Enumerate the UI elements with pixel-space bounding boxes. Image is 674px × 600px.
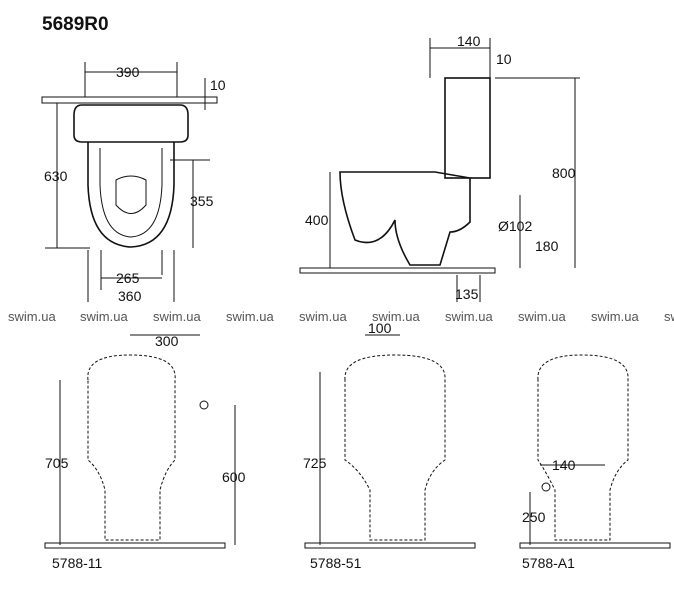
svg-text:swim.ua: swim.ua [518,309,566,324]
dim-width: 390 [116,64,140,80]
variant-5788-A1: 140 250 5788-A1 [519,354,671,571]
svg-text:300: 300 [155,333,179,349]
svg-text:swim.ua: swim.ua [664,309,674,324]
svg-text:swim.ua: swim.ua [80,309,128,324]
variant-5788-11: 300 705 600 5788-11 [44,333,246,571]
dim-inner-width: 265 [116,270,140,286]
dim-base-width: 360 [118,288,142,304]
variant-5788-51: 100 725 5788-51 [303,320,476,571]
dim-seat-offset: 355 [190,193,214,209]
svg-text:swim.ua: swim.ua [153,309,201,324]
drain-point-icon [541,482,551,492]
watermark-row: swim.ua swim.ua swim.ua swim.ua swim.ua … [8,309,674,324]
variant-code: 5788-11 [52,555,103,571]
svg-text:swim.ua: swim.ua [8,309,56,324]
dim-height: 800 [552,165,576,181]
dim-seat-height: 400 [305,212,329,228]
svg-text:140: 140 [552,457,576,473]
plan-view: 390 10 630 355 265 360 [41,62,226,304]
svg-text:100: 100 [368,320,392,336]
svg-text:swim.ua: swim.ua [445,309,493,324]
dim-gap: 10 [496,51,512,67]
svg-text:250: 250 [522,509,546,525]
svg-text:725: 725 [303,455,327,471]
svg-text:705: 705 [45,455,69,471]
drain-point-icon [199,400,209,410]
svg-text:swim.ua: swim.ua [226,309,274,324]
variant-code: 5788-A1 [522,555,575,571]
dim-tank-depth: 140 [457,33,481,49]
dim-outlet-offset: 135 [455,286,479,302]
svg-text:swim.ua: swim.ua [591,309,639,324]
svg-text:600: 600 [222,469,246,485]
svg-text:swim.ua: swim.ua [372,309,420,324]
variant-code: 5788-51 [310,555,362,571]
model-title: 5689R0 [42,14,109,35]
side-view: 140 10 800 400 Ø102 180 135 [299,33,580,302]
dim-outlet-diameter: Ø102 [498,218,532,234]
dim-outlet-height: 180 [535,238,559,254]
svg-text:swim.ua: swim.ua [299,309,347,324]
dim-length: 630 [44,168,68,184]
dim-lip: 10 [210,77,226,93]
